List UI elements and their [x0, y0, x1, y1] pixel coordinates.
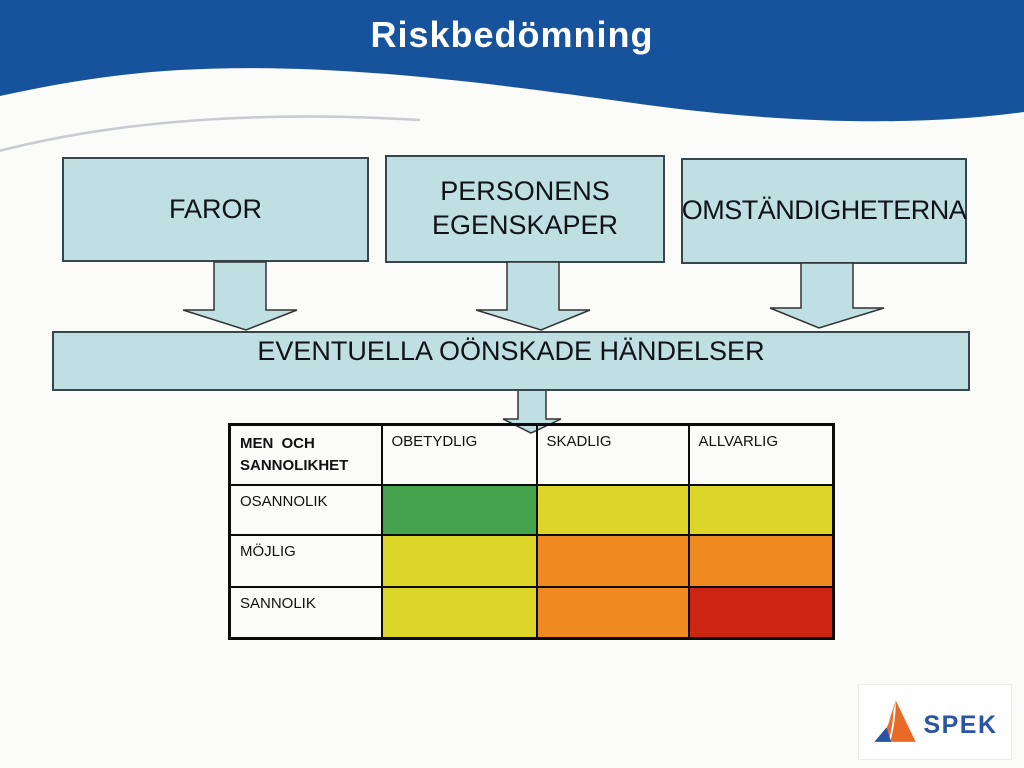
factor-box-omstandigheterna-label: OMSTÄNDIGHETERNA — [681, 195, 967, 226]
row-label-mojlig: MÖJLIG — [228, 533, 383, 588]
matrix-cell — [380, 533, 538, 588]
matrix-cell — [687, 585, 835, 640]
down-arrow-icon-faror — [182, 261, 298, 331]
matrix-cell — [535, 533, 690, 588]
matrix-corner-header: MEN OCH SANNOLIKHET — [228, 423, 383, 486]
matrix-cell — [380, 585, 538, 640]
matrix-cell — [687, 533, 835, 588]
page-title: Riskbedömning — [370, 14, 654, 55]
matrix-row-mojlig: MÖJLIG — [228, 533, 835, 588]
factor-box-omstandigheterna: OMSTÄNDIGHETERNA — [681, 158, 967, 264]
matrix-cell — [535, 483, 690, 536]
matrix-cell — [687, 483, 835, 536]
matrix-row-osannolik: OSANNOLIK — [228, 483, 835, 536]
column-header-skadlig: SKADLIG — [535, 423, 690, 486]
spek-logo-text: SPEK — [923, 710, 998, 739]
matrix-cell — [380, 483, 538, 536]
column-header-allvarlig: ALLVARLIG — [687, 423, 835, 486]
matrix-header-row: MEN OCH SANNOLIKHET OBETYDLIG SKADLIG AL… — [228, 423, 835, 486]
factor-box-faror: FAROR — [62, 157, 369, 262]
spek-logo-icon — [874, 700, 917, 742]
factor-box-personens-egenskaper: PERSONENS EGENSKAPER — [385, 155, 665, 263]
risk-matrix-table: MEN OCH SANNOLIKHET OBETYDLIG SKADLIG AL… — [228, 423, 835, 640]
down-arrow-icon-omstandigheterna — [769, 262, 885, 329]
row-label-osannolik: OSANNOLIK — [228, 483, 383, 536]
column-header-obetydlig: OBETYDLIG — [380, 423, 538, 486]
result-bar-label: EVENTUELLA OÖNSKADE HÄNDELSER — [257, 336, 765, 366]
matrix-row-sannolik: SANNOLIK — [228, 585, 835, 640]
down-arrow-icon-personens — [475, 261, 591, 331]
factor-box-personens-egenskaper-label: PERSONENS EGENSKAPER — [431, 176, 619, 240]
result-bar-eventuella-handelser: EVENTUELLA OÖNSKADE HÄNDELSER — [52, 331, 970, 391]
header-wave-accent — [0, 115, 421, 153]
factor-box-faror-label: FAROR — [168, 193, 262, 224]
matrix-cell — [535, 585, 690, 640]
spek-logo: SPEK — [858, 684, 1012, 760]
row-label-sannolik: SANNOLIK — [228, 585, 383, 640]
